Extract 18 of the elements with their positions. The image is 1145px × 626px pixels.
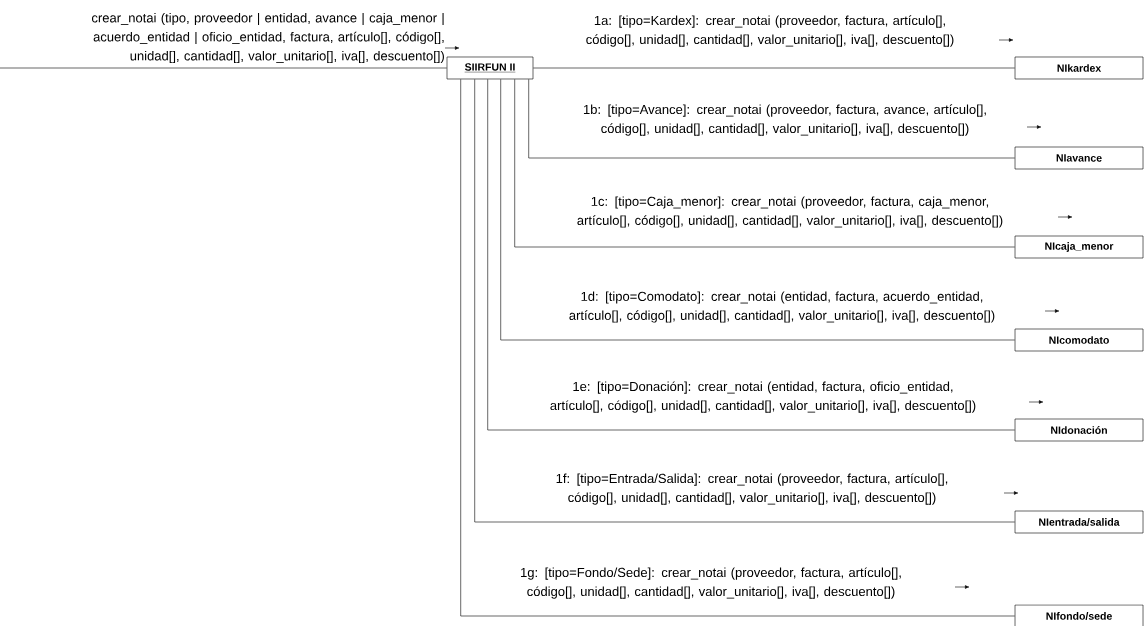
message-label: 1d: [tipo=Comodato]: crear_notai (entidad, factura, acuerdo_entidad, artículo[], código[], unidad[], cantidad[], valor_unitario[], iva[], descuento[]) bbox=[569, 291, 995, 323]
message-label: 1e: [tipo=Donación]: crear_notai (entidad, factura, oficio_entidad, artículo[], código[], unidad[], cantidad[], valor_unitario[], iva[], descuento[]) bbox=[550, 381, 976, 413]
object-box: NIavance bbox=[1014, 146, 1144, 170]
object-box: NIfondo/sede bbox=[1014, 604, 1144, 626]
link-line bbox=[533, 67, 1015, 69]
message-label: 1g: [tipo=Fondo/Sede]: crear_notai (proveedor, factura, artículo[], código[], unidad[], cantidad[], valor_unitario[], iva[], descuento[]) bbox=[521, 567, 901, 599]
link-line bbox=[0, 67, 447, 69]
message-label: 1f: [tipo=Entrada/Salida]: crear_notai (proveedor, factura, artículo[], código[], unidad[], cantidad[], valor_unitario[], iva[], descuento[]) bbox=[556, 473, 948, 505]
message-label: crear_notai (tipo, proveedor | entidad, avance | caja_menor | acuerdo_entidad | oficio_entidad, factura, artículo[], código[], unidad[], cantidad[], valor_unitario[], iva[], descuento[]) bbox=[91, 12, 444, 64]
message-label: 1c: [tipo=Caja_menor]: crear_notai (proveedor, factura, caja_menor, artículo[], código[], unidad[], cantidad[], valor_unitario[], iva[], descuento[]) bbox=[577, 196, 1003, 228]
object-box: NIcomodato bbox=[1014, 328, 1144, 352]
object-box: NIcaja_menor bbox=[1014, 235, 1144, 259]
message-label: 1a: [tipo=Kardex]: crear_notai (proveedor, factura, artículo[], código[], unidad[], cantidad[], valor_unitario[], iva[], descuento[]) bbox=[586, 15, 954, 47]
object-box: NIentrada/salida bbox=[1014, 510, 1144, 534]
message-label: 1b: [tipo=Avance]: crear_notai (proveedor, factura, avance, artículo[], código[], unidad[], cantidad[], valor_unitario[], iva[], descuento[]) bbox=[583, 104, 986, 136]
object-box: NIdonación bbox=[1014, 418, 1144, 442]
object-box: NIkardex bbox=[1014, 56, 1144, 80]
object-box: SIIRFUN II bbox=[446, 56, 534, 80]
